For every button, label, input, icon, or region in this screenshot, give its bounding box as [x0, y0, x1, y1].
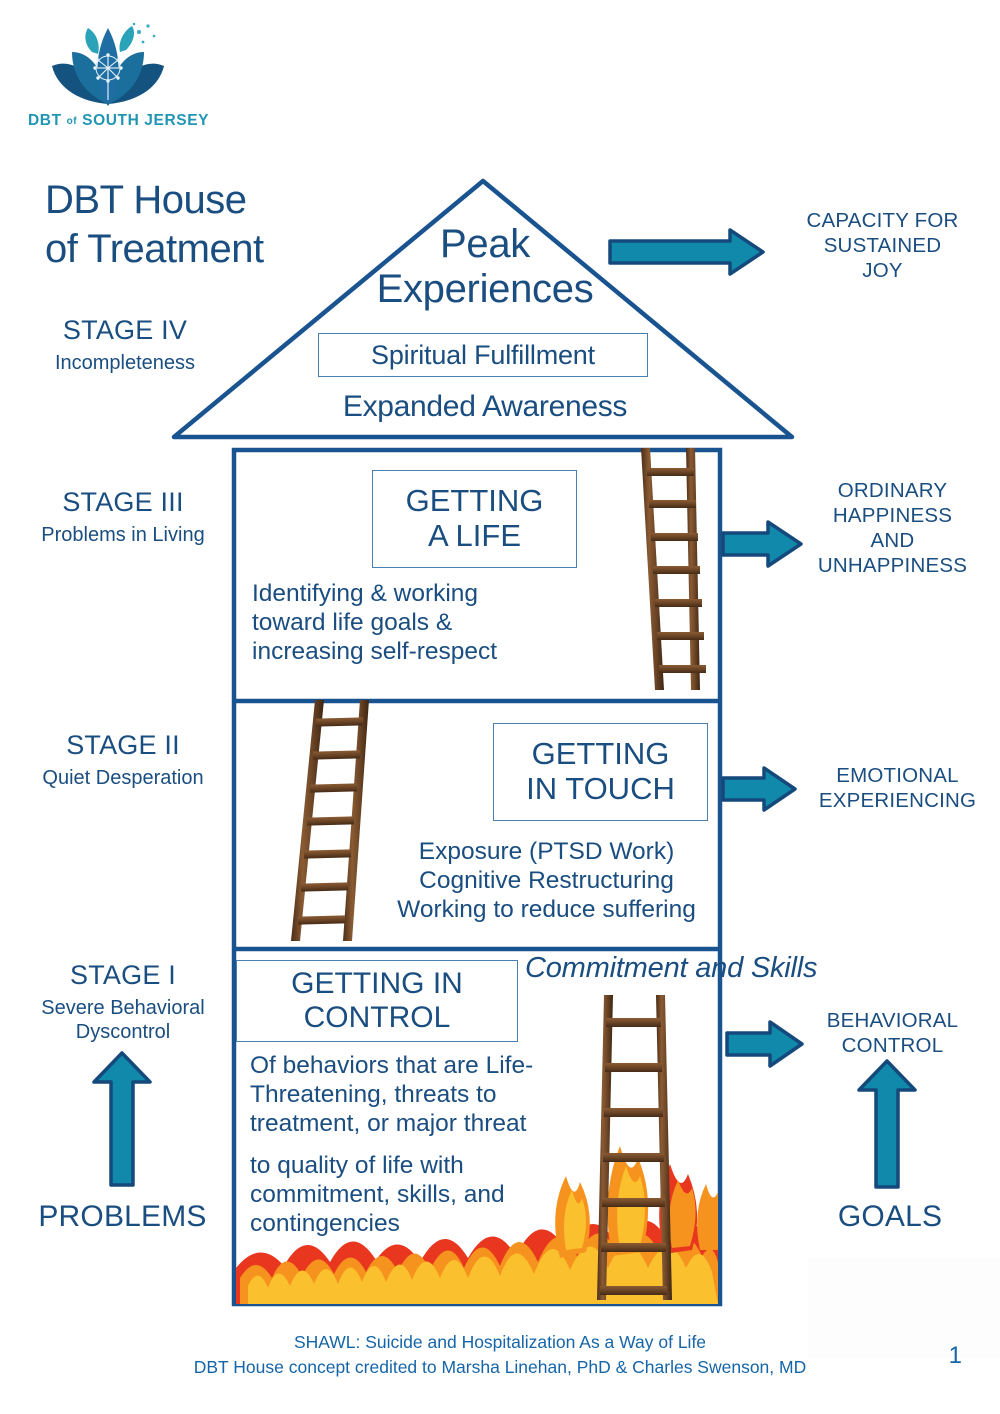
stage-2-body: Exposure (PTSD Work) Cognitive Restructu… — [374, 838, 719, 925]
stage-1-body-a-line3: treatment, or major threat — [250, 1109, 527, 1137]
outcome-stage-3-line1: ORDINARY — [837, 479, 948, 502]
outcome-stage-2: EMOTIONAL EXPERIENCING — [800, 763, 995, 813]
arrow-goals-up — [857, 1059, 917, 1189]
stage-1-body-b: to quality of life with commitment, skil… — [250, 1152, 570, 1239]
logo-of: of — [66, 116, 78, 127]
stage-1-body-a-line2: Threatening, threats to — [250, 1080, 497, 1108]
page-title: DBT House of Treatment — [45, 176, 375, 274]
peak-title-line2: Experiences — [376, 266, 594, 311]
stage-3-sub: Problems in Living — [41, 524, 205, 546]
ladder-stage-2 — [291, 700, 369, 941]
arrow-stage-1 — [725, 1020, 804, 1068]
spiritual-fulfillment-box: Spiritual Fulfillment — [318, 333, 648, 377]
stage-3-label: STAGE III Problems in Living — [8, 487, 238, 548]
outcome-stage-4: CAPACITY FOR SUSTAINED JOY — [775, 208, 990, 283]
problems-label: PROBLEMS — [38, 1200, 207, 1233]
arrow-problems-up — [92, 1051, 152, 1187]
outcome-stage-3-line2: HAPPINESS — [832, 504, 953, 527]
logo-dbt: DBT — [28, 112, 62, 129]
page-title-line1: DBT House — [45, 178, 247, 222]
stage-1-body-a: Of behaviors that are Life- Threatening,… — [250, 1052, 580, 1139]
outcome-stage-4-line1: CAPACITY FOR — [806, 209, 959, 232]
outcome-stage-3: ORDINARY HAPPINESS AND UNHAPPINESS — [790, 478, 995, 578]
background-patch — [808, 1258, 1000, 1358]
footer-line1: SHAWL: Suicide and Hospitalization As a … — [293, 1332, 707, 1352]
outcome-stage-2-line2: EXPERIENCING — [818, 789, 977, 812]
stage-1-roman: STAGE I — [70, 960, 176, 990]
getting-a-life-line1: GETTING — [405, 483, 544, 519]
stage-1-body-b-line1: to quality of life with — [250, 1152, 464, 1179]
expanded-awareness-label: Expanded Awareness — [342, 390, 628, 423]
stage-1-body-a-line1: Of behaviors that are Life- — [250, 1052, 534, 1079]
ladder-stage-3 — [641, 448, 706, 690]
getting-in-control-box: GETTING IN CONTROL — [236, 960, 518, 1042]
outcome-stage-3-line4: UNHAPPINESS — [817, 554, 968, 577]
stage-1-body-b-line2: commitment, skills, and — [250, 1180, 505, 1208]
getting-in-touch-line2: IN TOUCH — [526, 771, 675, 806]
stage-2-body-line2: Cognitive Restructuring — [419, 866, 674, 894]
outcome-stage-3-line3: AND — [870, 529, 915, 552]
peak-experiences-title: Peak Experiences — [330, 222, 640, 312]
outcome-stage-4-line2: SUSTAINED — [823, 234, 942, 257]
outcome-stage-4-line3: JOY — [862, 259, 903, 282]
getting-a-life-box: GETTING A LIFE — [372, 470, 577, 568]
stage-3-body-line3: increasing self-respect — [252, 637, 498, 665]
stage-1-sub-line1: Severe Behavioral — [41, 997, 205, 1019]
getting-in-control-line2: CONTROL — [303, 1001, 451, 1034]
outcome-stage-2-line1: EMOTIONAL — [836, 764, 959, 787]
stage-2-body-line1: Exposure (PTSD Work) — [418, 838, 675, 865]
stage-2-label: STAGE II Quiet Desperation — [8, 730, 238, 791]
stage-2-roman: STAGE II — [66, 730, 180, 760]
getting-in-touch-box: GETTING IN TOUCH — [493, 723, 708, 821]
stage-3-body-line2: toward life goals & — [252, 608, 453, 636]
logo-south-jersey: SOUTH JERSEY — [82, 112, 210, 129]
lotus-logo-icon — [52, 22, 164, 106]
stage-1-sub-line2: Dyscontrol — [75, 1020, 171, 1043]
outcome-stage-1: BEHAVIORAL CONTROL — [800, 1008, 985, 1058]
stage-3-body-line1: Identifying & working — [252, 580, 479, 607]
stage-4-roman: STAGE IV — [62, 315, 188, 345]
stage-3-body: Identifying & working toward life goals … — [252, 580, 592, 667]
arrow-stage-2 — [721, 766, 797, 812]
getting-in-control-line1: GETTING IN — [291, 966, 463, 1000]
footer-line2: DBT House concept credited to Marsha Lin… — [193, 1356, 807, 1377]
stage-2-sub: Quiet Desperation — [42, 767, 204, 789]
commitment-and-skills-banner: Commitment and Skills — [525, 952, 818, 984]
outcome-stage-1-line2: CONTROL — [841, 1034, 944, 1057]
stage-3-roman: STAGE III — [62, 487, 184, 517]
logo: DBT of SOUTH JERSEY — [28, 18, 208, 138]
outcome-stage-1-line1: BEHAVIORAL — [826, 1009, 959, 1032]
logo-wordmark: DBT of SOUTH JERSEY — [28, 112, 208, 130]
goals-label: GOALS — [837, 1200, 943, 1233]
stage-2-body-line3: Working to reduce suffering — [397, 895, 696, 923]
stage-1-label: STAGE I Severe Behavioral Dyscontrol — [8, 960, 238, 1044]
page-title-line2: of Treatment — [45, 226, 264, 271]
spiritual-fulfillment-label: Spiritual Fulfillment — [371, 339, 595, 370]
ladder-stage-1 — [597, 995, 672, 1300]
stage-1-sub: Severe Behavioral Dyscontrol — [8, 997, 238, 1044]
stage-4-sub: Incompleteness — [54, 352, 196, 374]
getting-in-touch-line1: GETTING — [531, 736, 670, 772]
footer-credits: SHAWL: Suicide and Hospitalization As a … — [120, 1330, 880, 1380]
stage-1-body-b-line3: contingencies — [250, 1209, 400, 1237]
page-number: 1 — [948, 1342, 962, 1369]
getting-a-life-line2: A LIFE — [427, 518, 522, 553]
peak-title-line1: Peak — [440, 222, 530, 266]
stage-4-label: STAGE IV Incompleteness — [10, 315, 240, 376]
